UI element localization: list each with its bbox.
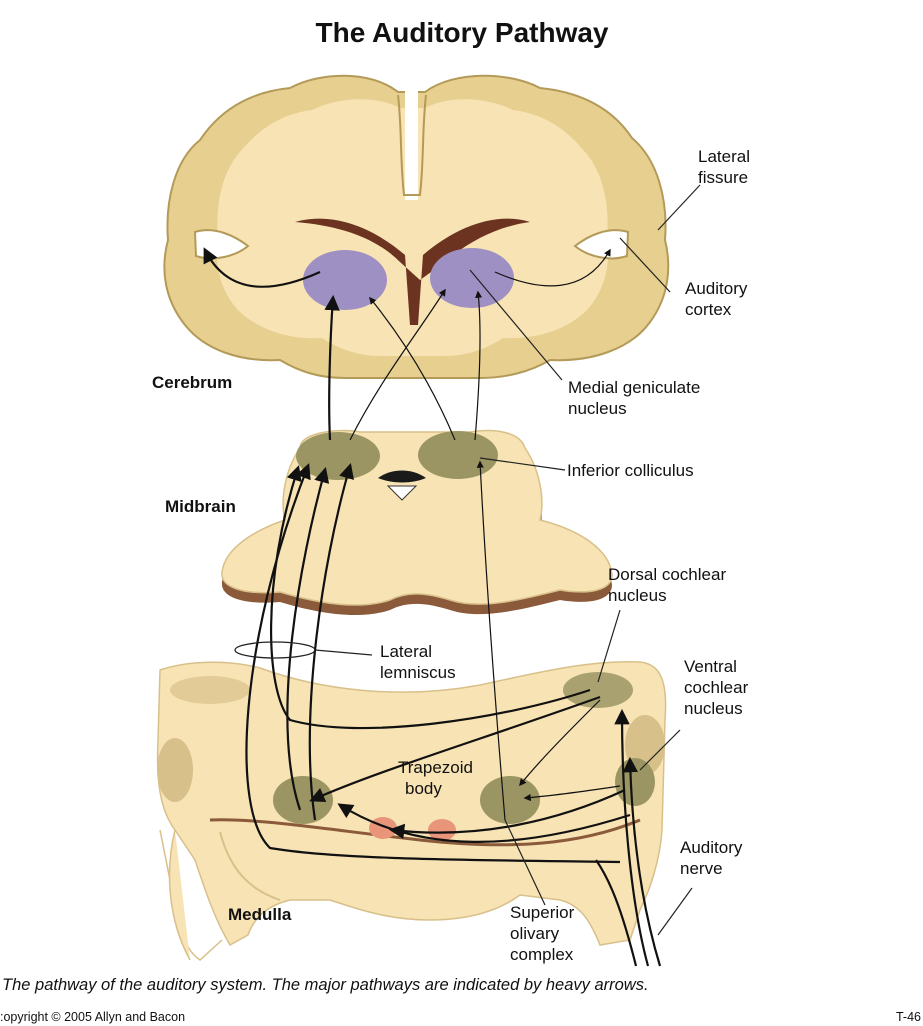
superior-olivary-label-2: olivary xyxy=(510,924,560,943)
lateral-lemniscus-label-2: lemniscus xyxy=(380,663,456,682)
lateral-lemniscus-label-1: Lateral xyxy=(380,642,432,661)
cerebrum-label: Cerebrum xyxy=(152,373,232,392)
superior-olivary-label-3: complex xyxy=(510,945,574,964)
copyright-text: :opyright © 2005 Allyn and Bacon xyxy=(0,1010,185,1024)
ventral-cochlear-label-1: Ventral xyxy=(684,657,737,676)
left-inferior-colliculus xyxy=(296,432,380,480)
right-medial-geniculate xyxy=(430,248,514,308)
right-inferior-colliculus xyxy=(418,431,498,479)
right-superior-olivary xyxy=(480,776,540,824)
auditory-nerve-label-1: Auditory xyxy=(680,838,743,857)
lateral-fissure-label-2: fissure xyxy=(698,168,748,187)
medial-geniculate-label-2: nucleus xyxy=(568,399,627,418)
left-medial-geniculate xyxy=(303,250,387,310)
auditory-cortex-label-1: Auditory xyxy=(685,279,748,298)
page-code: T-46 xyxy=(896,1010,921,1024)
inferior-colliculus-label: Inferior colliculus xyxy=(567,461,694,480)
ventral-cochlear-label-2: cochlear xyxy=(684,678,749,697)
dorsal-cochlear-label-1: Dorsal cochlear xyxy=(608,565,726,584)
figure-caption: The pathway of the auditory system. The … xyxy=(2,976,649,994)
trapezoid-body-left xyxy=(369,817,397,839)
medial-geniculate-label-1: Medial geniculate xyxy=(568,378,700,397)
left-superior-olivary xyxy=(273,776,333,824)
ventral-cochlear-label-3: nucleus xyxy=(684,699,743,718)
diagram-title: The Auditory Pathway xyxy=(315,17,608,48)
trapezoid-body-label-1: Trapezoid xyxy=(398,758,473,777)
trapezoid-body-label-2: body xyxy=(405,779,442,798)
lateral-lemniscus-loop xyxy=(235,642,315,658)
dorsal-cochlear-label-2: nucleus xyxy=(608,586,667,605)
midbrain-section xyxy=(222,431,612,615)
midbrain-body xyxy=(222,431,612,605)
superior-olivary-label-1: Superior xyxy=(510,903,575,922)
midbrain-label: Midbrain xyxy=(165,497,236,516)
medulla-label: Medulla xyxy=(228,905,292,924)
lateral-fissure-label-1: Lateral xyxy=(698,147,750,166)
ventral-cochlear-nucleus xyxy=(615,758,655,806)
auditory-nerve-label-2: nerve xyxy=(680,859,723,878)
auditory-cortex-label-2: cortex xyxy=(685,300,732,319)
